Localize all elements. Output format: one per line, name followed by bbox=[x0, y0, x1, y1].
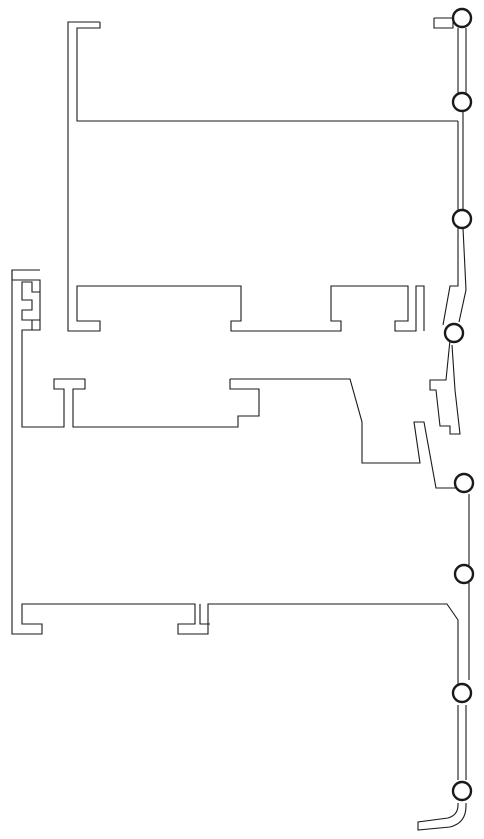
top-right-hook bbox=[433, 17, 454, 29]
pin-2 bbox=[451, 91, 473, 113]
left-outer-wall bbox=[11, 270, 459, 688]
pin-3 bbox=[451, 208, 473, 230]
pin-5 bbox=[453, 472, 475, 494]
pin-group bbox=[443, 7, 475, 802]
pin-6 bbox=[453, 563, 475, 585]
middle-right-latch bbox=[429, 339, 461, 435]
pin-1 bbox=[451, 7, 473, 29]
left-outer-wall-inner bbox=[199, 604, 210, 625]
pin-7 bbox=[451, 682, 473, 704]
right-rail-mid-inner bbox=[442, 121, 459, 326]
pin-4 bbox=[443, 322, 465, 344]
bottom-curved-hook bbox=[417, 803, 467, 831]
top-bracket-left-wall bbox=[67, 21, 425, 332]
pin-8 bbox=[451, 780, 473, 802]
middle-main-profile bbox=[230, 378, 458, 489]
top-bracket-profile bbox=[76, 22, 458, 122]
middle-lower-chamber bbox=[11, 269, 260, 428]
